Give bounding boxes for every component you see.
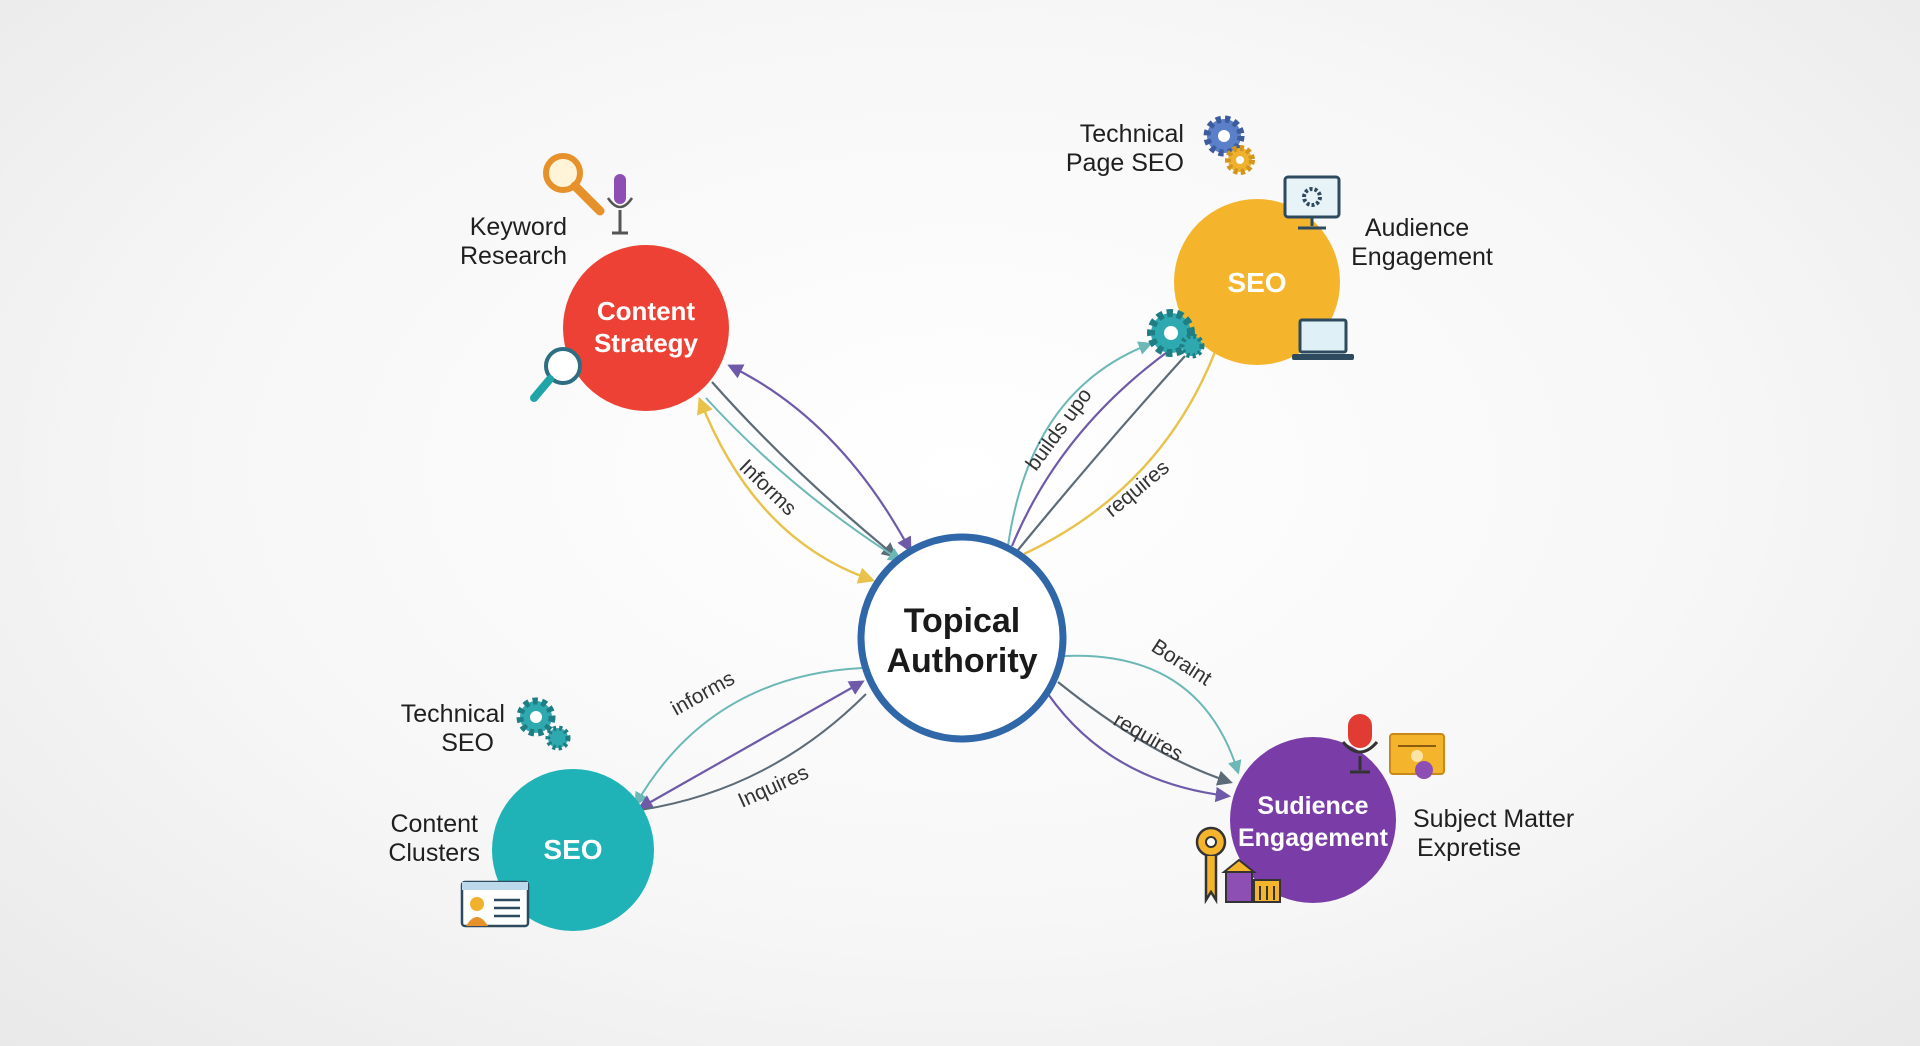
arrow-st-yellow bbox=[1023, 351, 1217, 556]
content-strategy-line1: Content bbox=[597, 296, 696, 326]
seo-top-label: SEO bbox=[1227, 267, 1286, 298]
node-content-strategy: Content Strategy bbox=[563, 245, 729, 411]
arrow-cs-1 bbox=[727, 364, 912, 553]
magnifier-icon bbox=[543, 153, 605, 216]
buildings-icon bbox=[1221, 858, 1281, 903]
search-icon bbox=[530, 347, 582, 402]
sudience-circle bbox=[1230, 737, 1396, 903]
edge-label-requires-top: requires bbox=[1101, 456, 1174, 522]
content-strategy-line2: Strategy bbox=[594, 328, 699, 358]
podcast-microphone-icon bbox=[1341, 714, 1379, 774]
arrow-st-purple bbox=[1010, 349, 1171, 547]
profile-card-icon bbox=[460, 880, 530, 928]
seo-bottom-circle bbox=[492, 769, 654, 931]
connectors-sudience bbox=[1047, 654, 1242, 803]
gears-icon-technical-page-seo bbox=[1203, 115, 1255, 175]
arrow-se-teal bbox=[1063, 654, 1242, 775]
label-subject-matter-1: Subject Matter bbox=[1413, 805, 1574, 833]
edge-label-requires-bottom: requires bbox=[1110, 708, 1187, 766]
edge-label-inquires: Inquires bbox=[735, 761, 813, 813]
sudience-line2: Engagement bbox=[1238, 824, 1389, 852]
center-title-line2: Authority bbox=[886, 642, 1037, 680]
certificate-icon bbox=[1389, 733, 1445, 779]
label-subject-matter-2: Expretise bbox=[1417, 834, 1521, 862]
connectors-seo-bottom bbox=[634, 667, 867, 811]
arrow-se-purple bbox=[1047, 693, 1232, 803]
sudience-line1: Sudience bbox=[1257, 792, 1368, 820]
label-keyword-research-1: Keyword bbox=[470, 213, 567, 241]
arrow-sb-teal bbox=[634, 667, 863, 807]
laptop-icon bbox=[1292, 318, 1354, 360]
content-strategy-circle bbox=[563, 245, 729, 411]
arrow-st-teal bbox=[1007, 341, 1153, 547]
connectors-content-strategy bbox=[697, 364, 912, 584]
monitor-gear-icon bbox=[1283, 175, 1341, 230]
gears-icon-seo-top bbox=[1147, 309, 1205, 359]
center-node-circle bbox=[857, 533, 1067, 743]
label-technical-seo-2: SEO bbox=[441, 729, 494, 757]
label-technical-page-seo-1: Technical bbox=[1080, 120, 1184, 148]
key-icon bbox=[1195, 826, 1227, 905]
connectors-seo-top bbox=[1007, 341, 1217, 556]
label-technical-seo-1: Technical bbox=[401, 700, 505, 728]
label-keyword-research-2: Research bbox=[460, 242, 567, 270]
edge-label-boraint: Boraint bbox=[1147, 635, 1216, 691]
label-technical-page-seo-2: Page SEO bbox=[1066, 149, 1184, 177]
node-seo-bottom: SEO bbox=[492, 769, 654, 931]
label-audience-engagement-1: Audience bbox=[1365, 214, 1469, 242]
label-content-clusters-2: Clusters bbox=[388, 839, 480, 867]
label-audience-engagement-2: Engagement bbox=[1351, 243, 1493, 271]
gears-icon-technical-seo bbox=[516, 697, 571, 751]
label-content-clusters-1: Content bbox=[390, 810, 478, 838]
node-sudience-engagement: Sudience Engagement bbox=[1230, 737, 1396, 903]
arrow-st-gray bbox=[1017, 355, 1186, 551]
center-node-topical-authority: Topical Authority bbox=[857, 533, 1067, 743]
arrow-se-gray bbox=[1057, 681, 1233, 786]
seo-bottom-label: SEO bbox=[543, 834, 602, 865]
arrow-cs-yellow bbox=[697, 396, 876, 584]
microphone-icon bbox=[606, 174, 634, 235]
arrow-sb-purple bbox=[637, 680, 865, 810]
center-title-line1: Topical bbox=[904, 602, 1021, 640]
edge-label-informs-bottom: informs bbox=[667, 667, 738, 721]
arrow-sb-gray bbox=[639, 693, 867, 811]
